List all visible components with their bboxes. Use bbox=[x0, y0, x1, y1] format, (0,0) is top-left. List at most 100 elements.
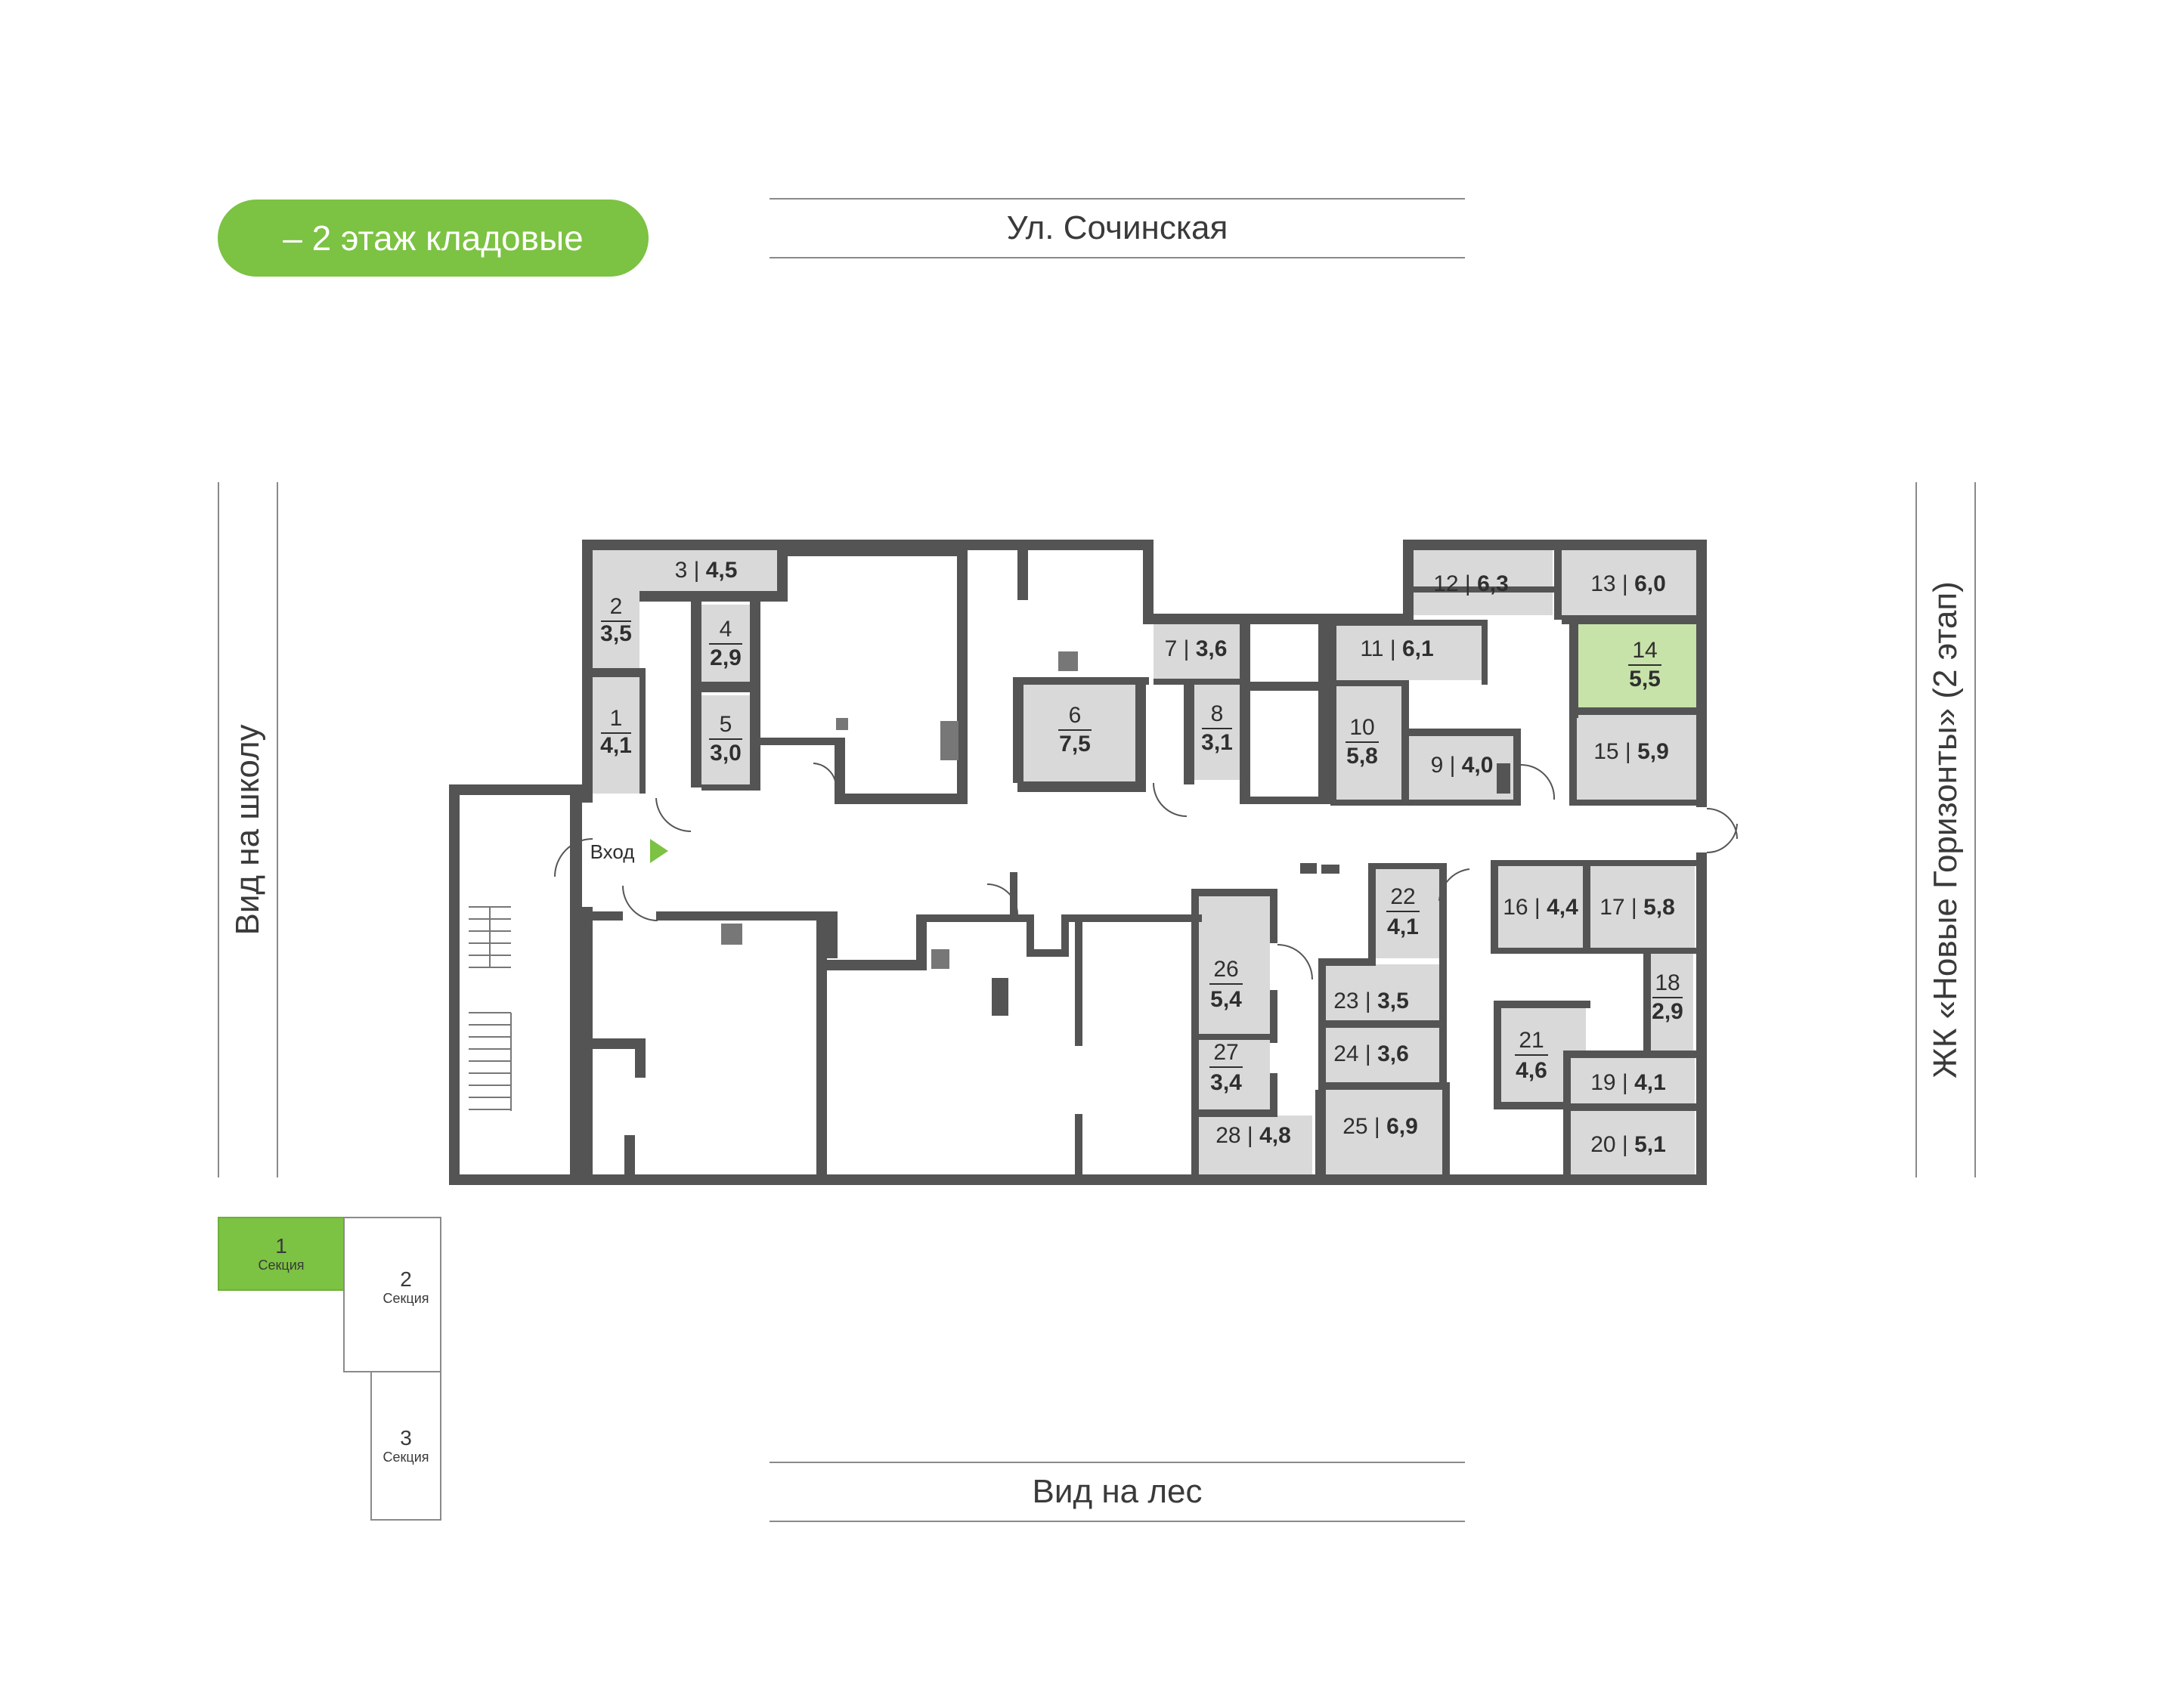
room-16[interactable] bbox=[1498, 865, 1583, 948]
room-label-26: 26 5,4 bbox=[1209, 957, 1243, 1012]
entrance-label: Вход bbox=[590, 840, 635, 863]
room-label-9: 9 | 4,0 bbox=[1431, 753, 1494, 778]
room-27[interactable] bbox=[1199, 1040, 1270, 1109]
svg-text:2,9: 2,9 bbox=[1652, 999, 1683, 1024]
section-1-number: 1 bbox=[275, 1234, 287, 1258]
room-23[interactable] bbox=[1324, 964, 1439, 1020]
room-label-11: 11 | 6,1 bbox=[1360, 636, 1433, 661]
room-label-18: 18 2,9 bbox=[1652, 970, 1683, 1024]
svg-text:4: 4 bbox=[720, 617, 732, 642]
room-13[interactable] bbox=[1562, 550, 1696, 620]
svg-text:5,5: 5,5 bbox=[1629, 667, 1661, 692]
svg-text:7,5: 7,5 bbox=[1059, 732, 1091, 757]
street-bottom: Вид на лес bbox=[770, 1462, 1465, 1522]
svg-text:4,1: 4,1 bbox=[1387, 914, 1419, 939]
room-label-21: 21 4,6 bbox=[1515, 1028, 1548, 1083]
room-22[interactable] bbox=[1374, 869, 1439, 958]
room-15[interactable] bbox=[1575, 715, 1696, 800]
room-labels: 3 | 4,5 7 | 3,6 9 | 4,0 11 | 6,1 12 | 6,… bbox=[600, 558, 1683, 1157]
room-label-14: 14 5,5 bbox=[1628, 638, 1661, 692]
svg-text:21: 21 bbox=[1519, 1028, 1544, 1053]
street-top: Ул. Сочинская bbox=[770, 198, 1465, 258]
room-label-20: 20 | 5,1 bbox=[1590, 1132, 1666, 1157]
svg-text:22: 22 bbox=[1390, 884, 1415, 909]
svg-text:5,8: 5,8 bbox=[1346, 744, 1378, 769]
room-18[interactable] bbox=[1649, 952, 1693, 1050]
section-3[interactable]: 3 Секция bbox=[370, 1371, 441, 1521]
room-19[interactable] bbox=[1571, 1058, 1695, 1103]
svg-text:8: 8 bbox=[1211, 701, 1224, 726]
room-24[interactable] bbox=[1324, 1028, 1439, 1082]
section-2[interactable]: 2 Секция bbox=[343, 1217, 441, 1372]
svg-text:3,5: 3,5 bbox=[600, 621, 632, 646]
svg-text:6: 6 bbox=[1069, 703, 1082, 728]
room-17[interactable] bbox=[1590, 865, 1695, 948]
section-3-label: Секция bbox=[382, 1450, 429, 1465]
room-8[interactable] bbox=[1194, 685, 1240, 780]
svg-text:27: 27 bbox=[1213, 1040, 1238, 1065]
room-1[interactable] bbox=[593, 677, 639, 794]
room-label-16: 16 | 4,4 bbox=[1503, 895, 1578, 920]
svg-text:4,1: 4,1 bbox=[600, 733, 632, 758]
svg-text:2: 2 bbox=[610, 594, 623, 619]
svg-text:5: 5 bbox=[720, 712, 732, 737]
room-3[interactable] bbox=[633, 550, 779, 596]
street-top-label: Ул. Сочинская bbox=[1006, 209, 1228, 246]
room-20[interactable] bbox=[1571, 1111, 1695, 1174]
svg-text:10: 10 bbox=[1349, 715, 1374, 740]
svg-text:3,4: 3,4 bbox=[1210, 1070, 1242, 1095]
entrance-arrow-icon bbox=[650, 839, 668, 863]
doors bbox=[554, 763, 1738, 980]
room-label-23: 23 | 3,5 bbox=[1333, 989, 1409, 1013]
room-6[interactable] bbox=[1017, 685, 1135, 781]
room-label-8: 8 3,1 bbox=[1201, 701, 1233, 755]
room-28[interactable] bbox=[1199, 1115, 1312, 1174]
room-label-3: 3 | 4,5 bbox=[675, 558, 738, 583]
walls bbox=[449, 540, 1707, 1185]
room-label-27: 27 3,4 bbox=[1209, 1040, 1243, 1095]
room-label-7: 7 | 3,6 bbox=[1165, 636, 1228, 661]
room-11[interactable] bbox=[1330, 624, 1485, 680]
room-label-4: 4 2,9 bbox=[709, 617, 742, 670]
room-12[interactable] bbox=[1414, 550, 1553, 615]
room-label-24: 24 | 3,6 bbox=[1333, 1041, 1409, 1066]
room-7[interactable] bbox=[1154, 624, 1240, 679]
stairs-left bbox=[469, 906, 512, 1111]
section-1[interactable]: 1 Секция bbox=[218, 1217, 345, 1291]
room-25[interactable] bbox=[1324, 1088, 1448, 1174]
room-shapes bbox=[593, 550, 1696, 1174]
room-label-13: 13 | 6,0 bbox=[1590, 571, 1666, 596]
street-left: Вид на школу bbox=[218, 482, 278, 1177]
street-right: ЖК «Новые Горизонты» (2 этап) bbox=[1915, 482, 1976, 1177]
room-label-5: 5 3,0 bbox=[709, 712, 742, 766]
room-label-25: 25 | 6,9 bbox=[1342, 1114, 1418, 1139]
room-2[interactable] bbox=[593, 550, 639, 668]
room-label-10: 10 5,8 bbox=[1346, 715, 1379, 769]
section-2-number: 2 bbox=[400, 1267, 412, 1291]
room-26[interactable] bbox=[1199, 896, 1270, 1034]
room-label-1: 1 4,1 bbox=[600, 706, 632, 758]
room-label-28: 28 | 4,8 bbox=[1215, 1123, 1291, 1148]
room-label-2: 2 3,5 bbox=[600, 594, 632, 646]
room-label-15: 15 | 5,9 bbox=[1593, 739, 1669, 764]
room-label-22: 22 4,1 bbox=[1386, 884, 1420, 939]
room-label-6: 6 7,5 bbox=[1058, 703, 1092, 757]
svg-text:4,6: 4,6 bbox=[1516, 1058, 1547, 1083]
svg-text:18: 18 bbox=[1655, 970, 1680, 995]
svg-text:14: 14 bbox=[1632, 638, 1657, 663]
svg-text:5,4: 5,4 bbox=[1210, 987, 1242, 1012]
section-2-label: Секция bbox=[382, 1291, 429, 1306]
street-bottom-label: Вид на лес bbox=[1032, 1473, 1203, 1510]
svg-text:3,0: 3,0 bbox=[710, 741, 742, 766]
floor-badge: – 2 этаж кладовые bbox=[218, 200, 649, 277]
svg-text:1: 1 bbox=[610, 706, 623, 731]
room-label-19: 19 | 4,1 bbox=[1590, 1070, 1666, 1095]
vent-grilles bbox=[721, 651, 1339, 1013]
section-1-label: Секция bbox=[258, 1258, 305, 1273]
svg-text:3,1: 3,1 bbox=[1201, 730, 1233, 755]
section-3-number: 3 bbox=[400, 1426, 412, 1450]
room-label-17: 17 | 5,8 bbox=[1599, 895, 1675, 920]
svg-text:2,9: 2,9 bbox=[710, 645, 742, 670]
room-label-12: 12 | 6,3 bbox=[1433, 571, 1509, 596]
